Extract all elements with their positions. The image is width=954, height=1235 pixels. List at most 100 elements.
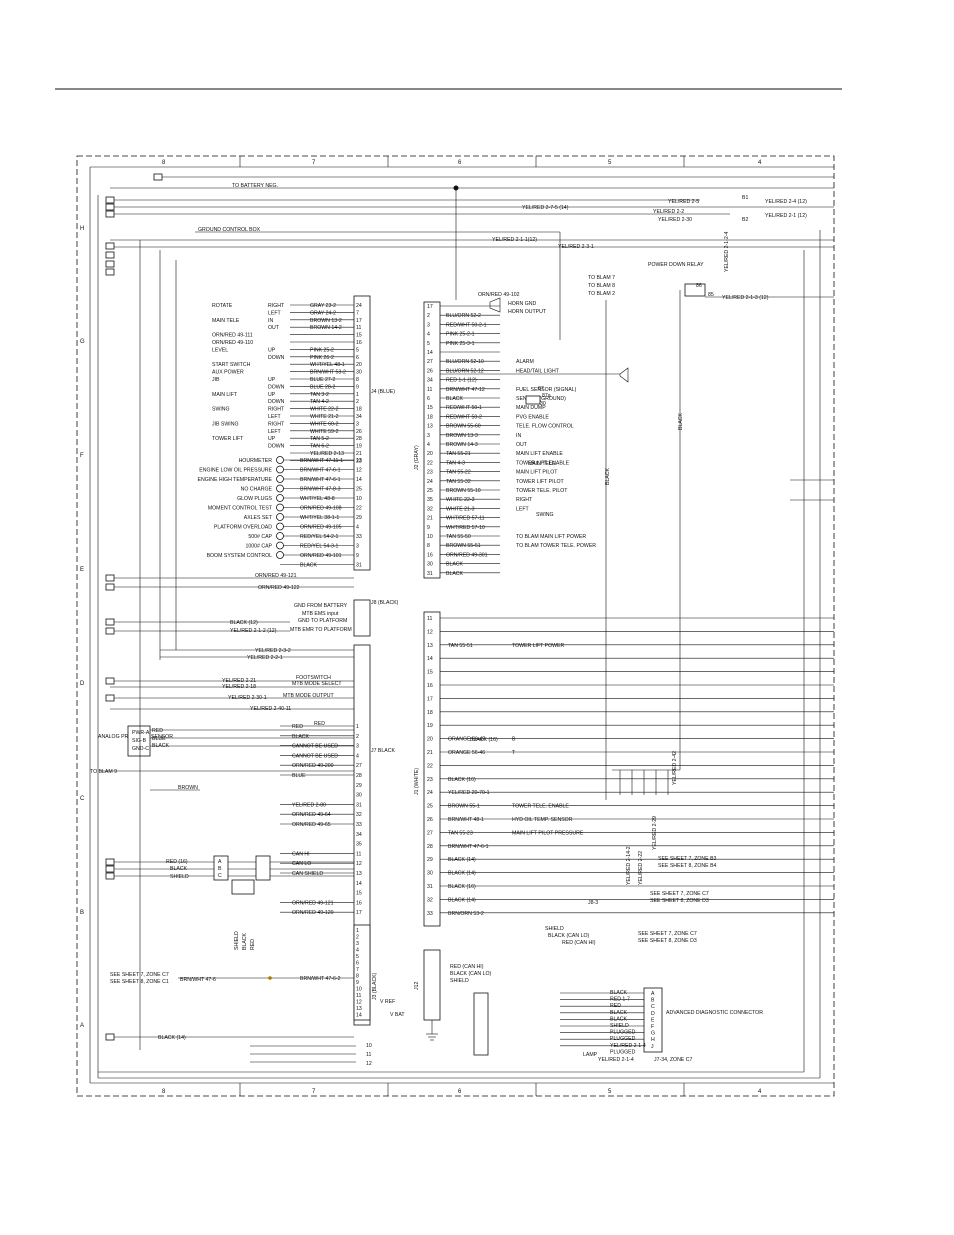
wire-label: WHITE 21-2 [310, 414, 339, 420]
wire-label: YEL/RED 2-7-5 (14) [522, 205, 569, 211]
pin-label: 25 [427, 804, 433, 810]
pin-label: 19 [427, 723, 433, 729]
indicator-lamp-icon [276, 494, 284, 502]
wire-label: ORN/RED 49-108 [300, 506, 342, 512]
connector-title: J1 (WHITE) [414, 768, 420, 795]
wire-label: BLACK [292, 734, 310, 740]
pin-label: 3 [427, 433, 430, 439]
wire-label: BLACK (CAN LO) [450, 971, 491, 977]
indicator-lamp-icon [276, 541, 284, 550]
indicator-label: MOMENT CONTROL TEST [208, 506, 273, 512]
direction-label: IN [268, 318, 273, 324]
pin-label: 22 [427, 460, 433, 466]
pin-label: 9 [356, 980, 359, 986]
connector-title: J12 [414, 982, 420, 990]
pin-label: 14 [356, 477, 362, 483]
analog-pressure-sensor: ANALOG PRESSURE SENSOR PWR-A SIG-B GND-C… [90, 725, 354, 791]
wire-label: ORN/RED 49-102 [478, 292, 520, 298]
wire-label: BROWN 13-2 [310, 318, 342, 324]
pin-label: C [651, 1004, 655, 1010]
wire-label: BRN/WHT 47-11-1 [300, 458, 343, 464]
pin-label: 15 [427, 670, 433, 676]
pin-label: 24 [427, 479, 433, 485]
indicator-lamp-icon [276, 513, 284, 521]
j8-housing [353, 599, 371, 637]
pin-label: 12 [427, 629, 433, 635]
wire-label: BLUE [152, 736, 166, 742]
direction-label: DOWN [268, 399, 285, 405]
destination-label: RIGHT [516, 497, 533, 503]
pin-label: B [218, 866, 222, 872]
wire-label: BLACK (14) [158, 1035, 186, 1041]
wire-label: ORN/RED 49-64 [292, 812, 331, 818]
wire-label: BRN/WHT 47-12 [446, 387, 485, 393]
wire-label: YEL/RED 2-14-2 [626, 846, 632, 885]
relay-pin: 87 [538, 386, 544, 392]
pin-label: 6 [356, 961, 359, 967]
pin-label: 31 [427, 571, 433, 577]
pin-label: 17 [427, 696, 433, 702]
reference-label: SEE SHEET 8, ZONE D3 [650, 898, 709, 904]
relay-pin: 86 [696, 283, 702, 289]
pin-label: 17 [427, 304, 433, 310]
wire-label: GND FROM BATTERY [294, 603, 348, 609]
pin-label: 19 [356, 444, 362, 450]
wire-label: TAN 5-2 [310, 436, 329, 442]
destination-label: TOWER LIFT PILOT [516, 479, 564, 485]
indicator-label: HOURMETER [239, 458, 273, 464]
j2-housing [423, 301, 441, 579]
pin-label: 7 [356, 310, 359, 316]
relay-pin: 85 [708, 292, 714, 298]
wire-label: YEL/RED 2-1-2 (12) [230, 628, 277, 634]
pin-label: 32 [427, 897, 433, 903]
pin-label: 3 [427, 322, 430, 328]
destination-label: TOWER LIFT ENABLE [516, 460, 570, 466]
wire-label: RED [314, 721, 325, 727]
wire-label: BLACK (14) [448, 857, 476, 863]
wire-label: WHT/YEL 48-1 [310, 362, 345, 368]
connector-title: J2 (GRAY) [414, 445, 420, 470]
wire-label: BRN/WHT 47-6-1 [448, 844, 489, 850]
pin-label: 10 [366, 1043, 372, 1049]
pin-label: 8 [427, 543, 430, 549]
wire-label: ORN/RED 49-200 [292, 763, 334, 769]
pin-label: 30 [427, 562, 433, 568]
pin-label: 13 [427, 643, 433, 649]
zone-col-label: 6 [458, 1089, 462, 1095]
pin-label: 20 [356, 362, 362, 368]
destination-label: SENSOR (GROUND) [516, 396, 566, 402]
indicator-lamp-icon [276, 456, 284, 464]
pin-label: 29 [356, 515, 362, 521]
pin-label: 10 [356, 987, 362, 993]
indicator-lamp-icon [276, 465, 284, 474]
function-label: JIB SWING [212, 421, 239, 427]
pin-label: 25 [356, 487, 362, 493]
reference-label: SEE SHEET 8, ZONE D3 [638, 938, 697, 944]
destination-label: LEFT [516, 506, 530, 512]
reference-label: J7-34, ZONE C7 [654, 1057, 692, 1063]
pin-label: C [218, 873, 222, 879]
wire-label: MTB EMR TO PLATFORM [290, 627, 352, 633]
wire-label: BLACK [610, 990, 628, 996]
pin-label: 34 [427, 378, 433, 384]
function-label: SWING [536, 512, 554, 518]
can-connector-left [213, 855, 229, 881]
relay-pin: 87a [542, 393, 551, 399]
wire-label: CANNOT BE USED [292, 753, 338, 759]
wire-label: BLACK (CAN LO) [548, 933, 589, 939]
wire-label: BLACK (16) [448, 884, 476, 890]
function-label: TOWER LIFT [212, 436, 244, 442]
bottom-left-wires: SEE SHEET 7, ZONE C7 SEE SHEET 8, ZONE C… [105, 972, 372, 1067]
wire-label: BRN/WHT 47-6-2 [300, 976, 341, 982]
pin-label: 10 [427, 534, 433, 540]
sensor-body [127, 725, 151, 757]
wire-label: TAN 4-2 [310, 399, 329, 405]
wire-label: BLACK [610, 1010, 628, 1016]
wire-label: BRN/ORN 53-2 [448, 911, 484, 917]
indicator-label: GLOW PLUGS [237, 496, 272, 502]
wire-label: PINK 25-2 [310, 347, 334, 353]
direction-label: UP [268, 347, 276, 353]
